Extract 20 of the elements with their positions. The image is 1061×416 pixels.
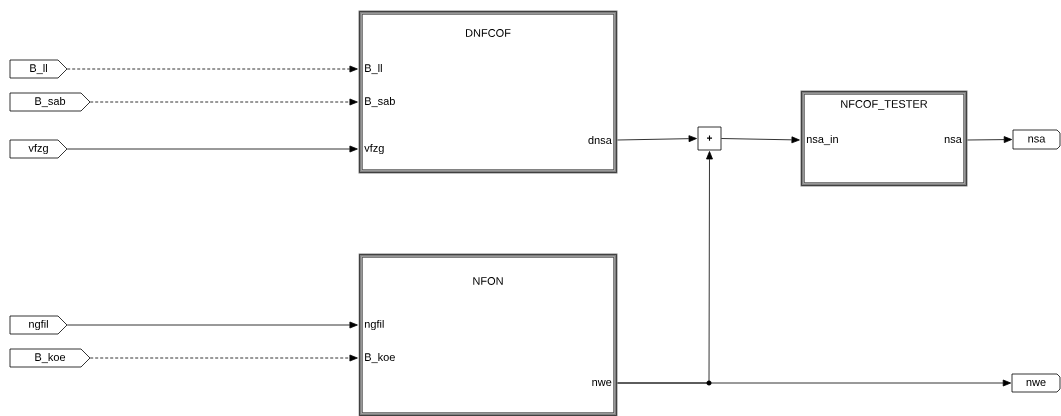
signal-line [89, 98, 358, 106]
function-block: NFCOF_TESTER nsa_in nsa [800, 90, 968, 187]
signal-line [89, 354, 358, 362]
signal-line [617, 135, 697, 143]
inport-tag: vfzg [9, 139, 68, 159]
signal-line [66, 65, 358, 73]
inport-tag: B_ll [9, 59, 68, 79]
inport-tag: B_koe [9, 348, 91, 368]
signal-line [66, 145, 358, 153]
signal-line [617, 379, 1012, 387]
inport-tag: B_sab [9, 92, 91, 112]
inport-tag: ngfil [9, 315, 68, 335]
function-block: NFON ngfil B_koe nwe [358, 253, 618, 416]
outport-tag: nwe [1011, 373, 1061, 393]
sum-block: + [697, 126, 722, 151]
signal-line [721, 136, 800, 144]
signal-line [967, 136, 1013, 143]
outport-tag: nsa [1012, 129, 1061, 150]
function-block: DNFCOF B_ll B_sab vfzg dnsa [358, 10, 618, 174]
signal-line [66, 321, 358, 329]
